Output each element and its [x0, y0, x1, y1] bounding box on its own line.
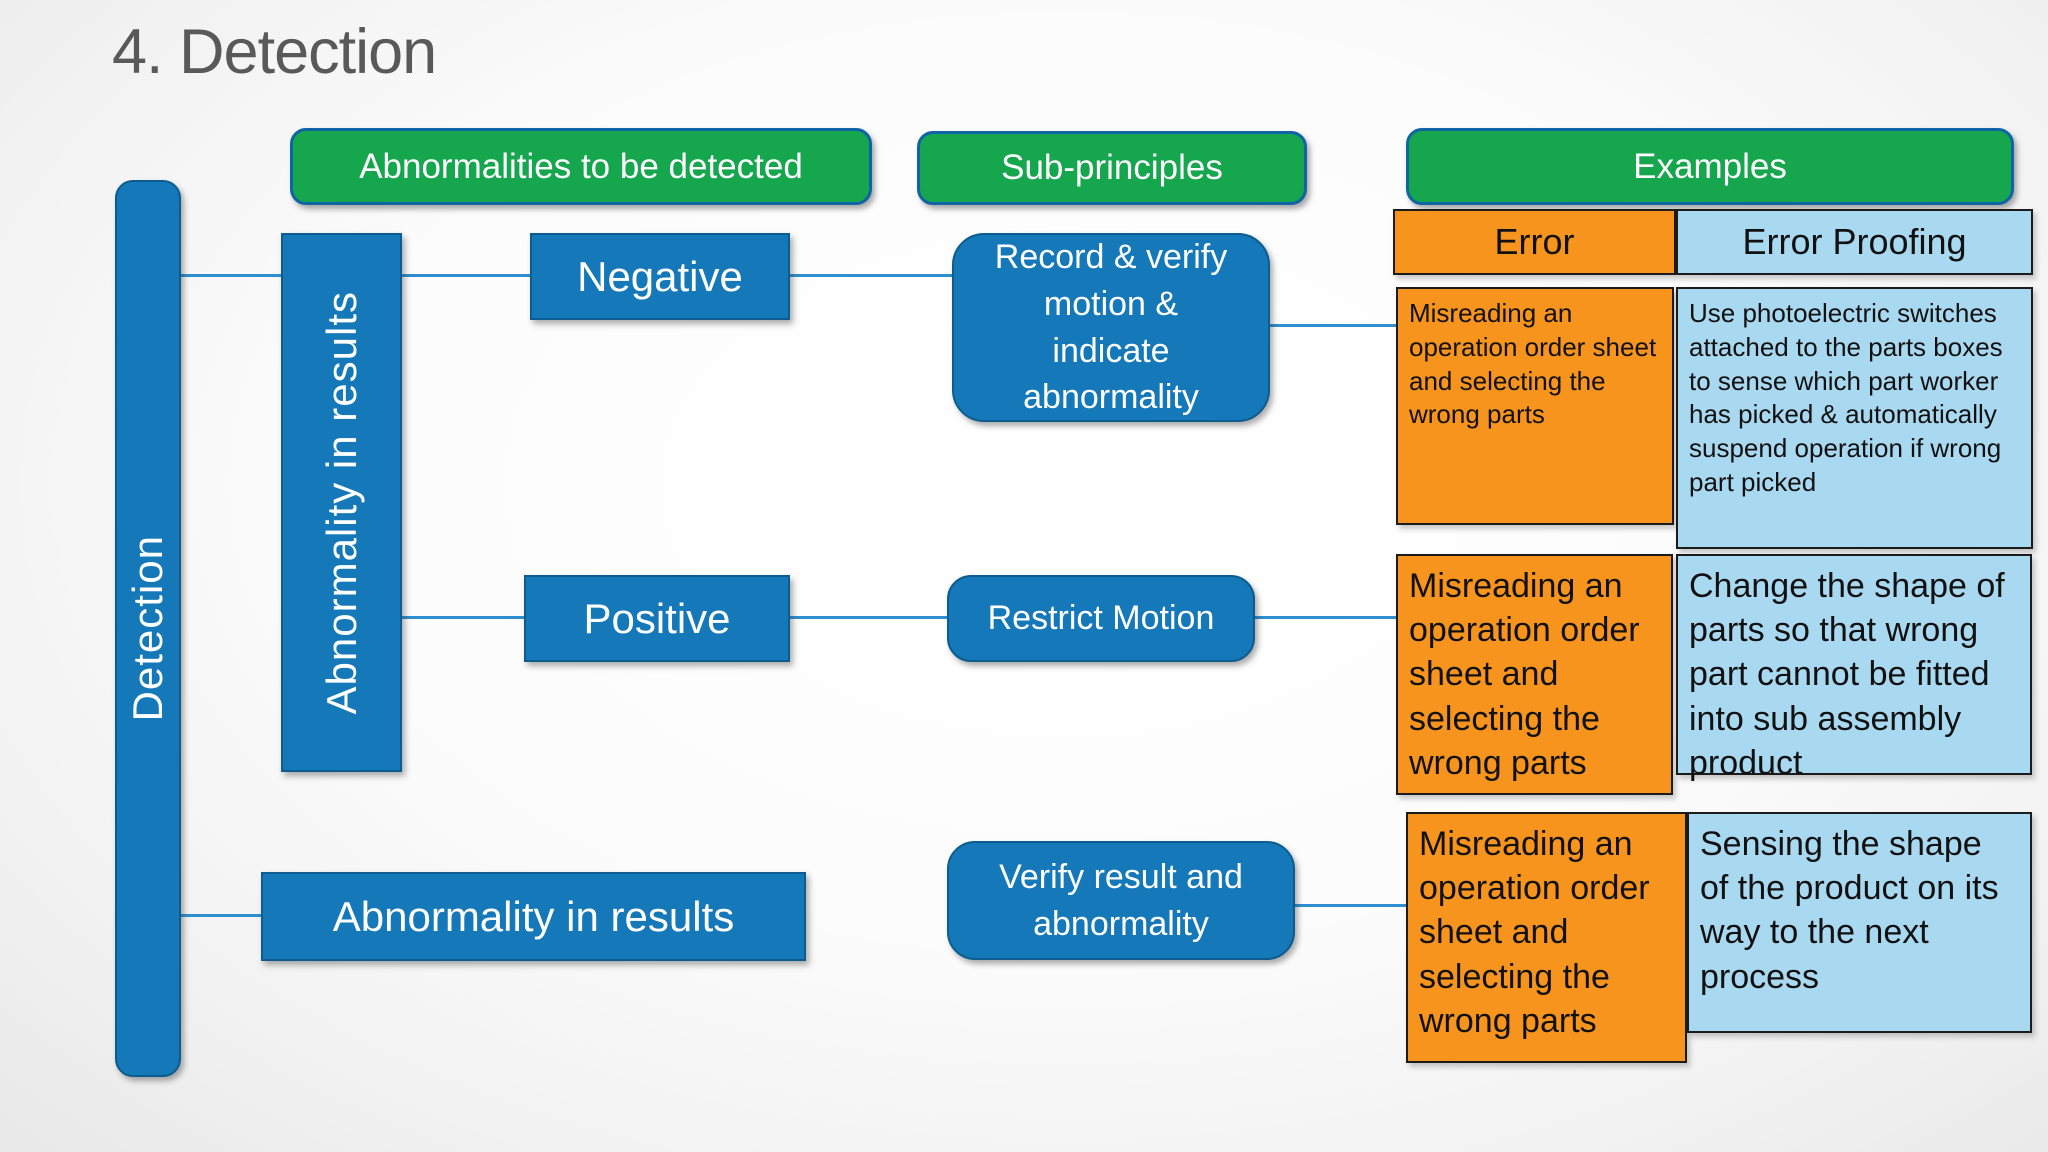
connector-detection-to-abnormality-results — [181, 914, 261, 917]
node-verify-result: Verify result and abnormality — [947, 841, 1295, 960]
node-record-verify: Record & verify motion & indicate abnorm… — [952, 233, 1270, 422]
column-header-examples: Examples — [1406, 128, 2014, 205]
example-row-3-error: Misreading an operation order sheet and … — [1406, 812, 1687, 1063]
column-header-sub-principles: Sub-principles — [917, 131, 1307, 205]
page-title: 4. Detection — [112, 17, 437, 87]
connector-abnormality-vertical-to-positive — [402, 616, 524, 619]
example-row-2-error: Misreading an operation order sheet and … — [1396, 554, 1673, 795]
connector-record-to-example-1 — [1270, 324, 1396, 327]
connector-abnormality-vertical-to-negative — [402, 274, 530, 277]
node-positive: Positive — [524, 575, 790, 662]
example-row-1-error: Misreading an operation order sheet and … — [1396, 287, 1674, 525]
node-positive-label: Positive — [583, 594, 731, 642]
node-negative: Negative — [530, 233, 790, 320]
node-detection: Detection — [115, 180, 181, 1077]
example-row-2-proofing: Change the shape of parts so that wrong … — [1676, 554, 2032, 782]
column-header-sub-principles-label: Sub-principles — [1001, 148, 1223, 187]
column-header-abnormalities: Abnormalities to be detected — [290, 128, 872, 205]
node-restrict-motion: Restrict Motion — [947, 575, 1255, 662]
table-header-error-proofing: Error Proofing — [1676, 209, 2033, 275]
table-header-error-label: Error — [1494, 220, 1575, 262]
node-abnormality-in-results: Abnormality in results — [261, 872, 806, 961]
column-header-abnormalities-label: Abnormalities to be detected — [359, 146, 803, 186]
table-header-error: Error — [1393, 209, 1676, 275]
connector-negative-to-record — [790, 274, 952, 277]
node-abnormality-in-results-vertical-label: Abnormality in results — [317, 290, 365, 715]
connector-verify-to-example-3 — [1295, 904, 1406, 907]
node-abnormality-in-results-vertical: Abnormality in results — [281, 233, 402, 772]
node-negative-label: Negative — [577, 252, 743, 300]
connector-restrict-to-example-2 — [1255, 616, 1396, 619]
example-row-1-proofing: Use photoelectric switches attached to t… — [1676, 287, 2033, 549]
node-abnormality-in-results-label: Abnormality in results — [332, 892, 735, 940]
example-row-3-proofing: Sensing the shape of the product on its … — [1687, 812, 2032, 1033]
column-header-examples-label: Examples — [1633, 146, 1787, 186]
node-detection-label: Detection — [124, 535, 171, 722]
connector-positive-to-restrict — [790, 616, 947, 619]
connector-detection-to-abnormality-vertical — [181, 274, 281, 277]
node-record-verify-label: Record & verify motion & indicate abnorm… — [994, 237, 1228, 417]
table-header-error-proofing-label: Error Proofing — [1742, 220, 1967, 262]
node-restrict-motion-label: Restrict Motion — [987, 599, 1215, 637]
node-verify-result-label: Verify result and abnormality — [999, 857, 1243, 943]
